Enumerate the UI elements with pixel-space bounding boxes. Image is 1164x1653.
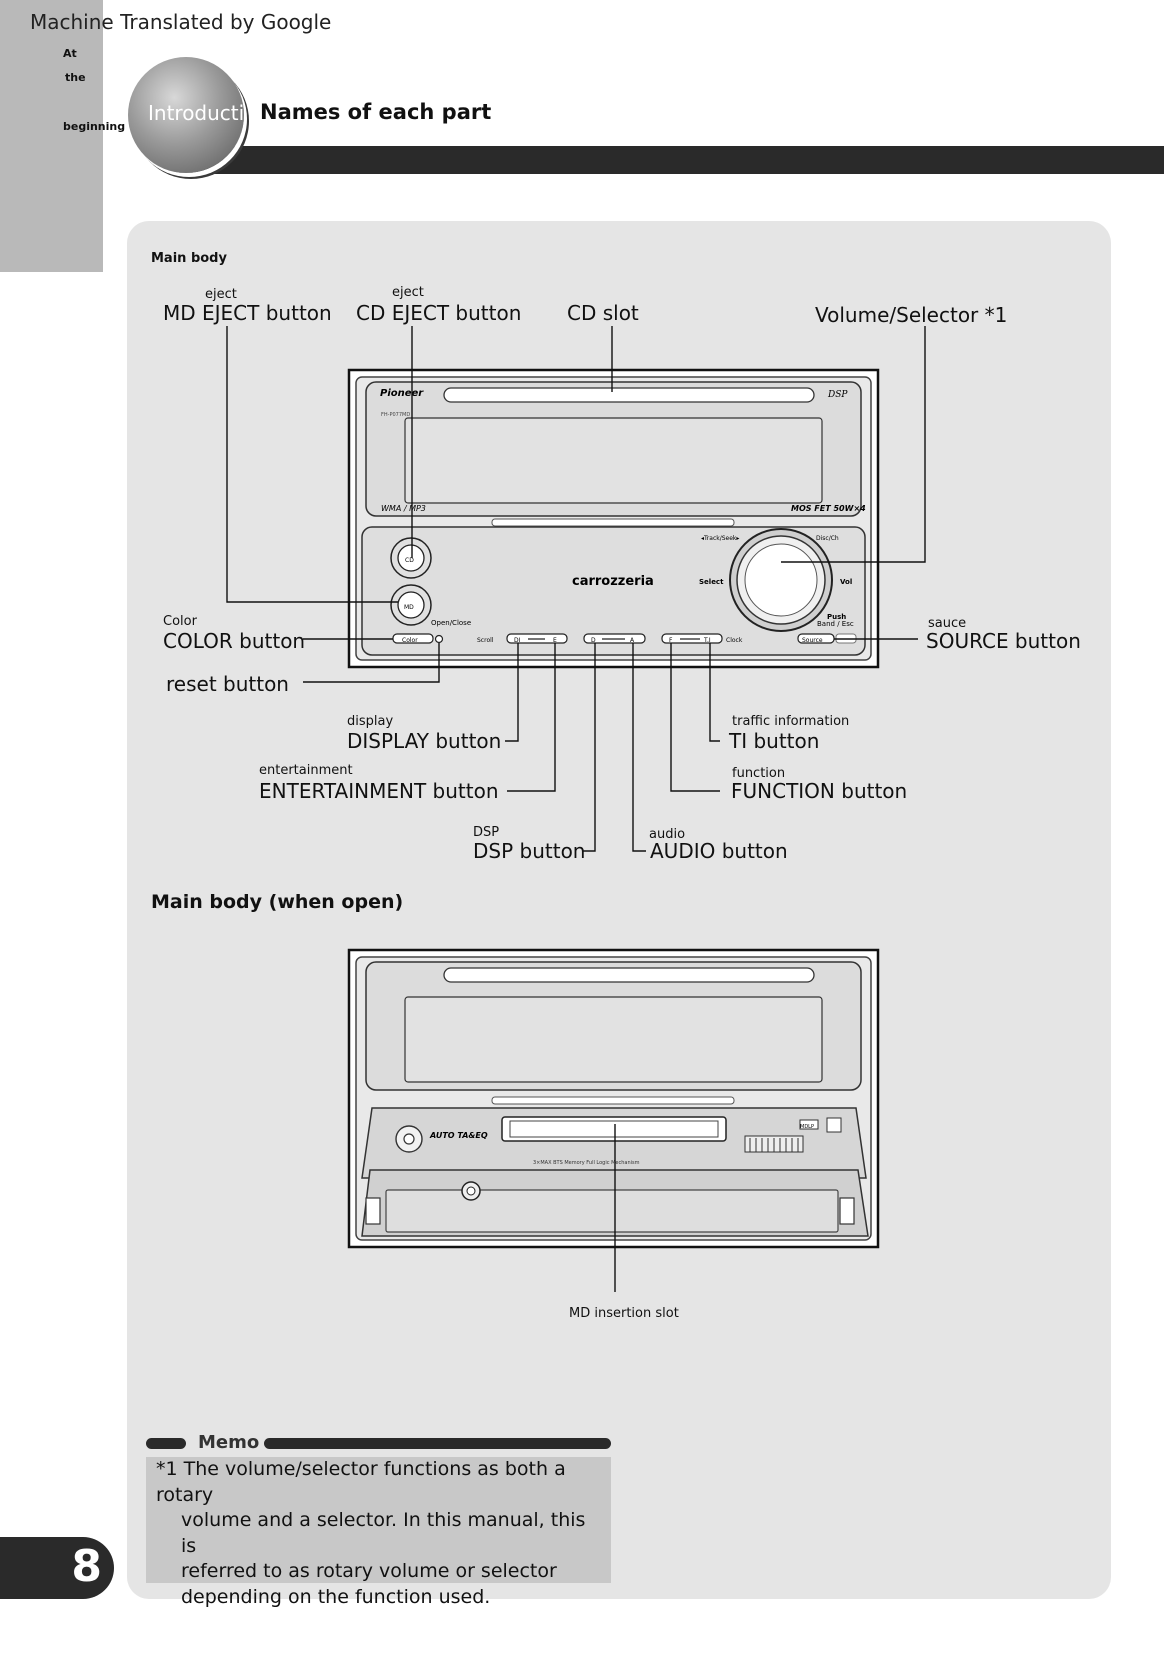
device-md-text: MD bbox=[404, 604, 414, 611]
header-bar bbox=[197, 146, 1164, 174]
ti-label: TI button bbox=[729, 729, 820, 753]
device-open-close-text: Open/Close bbox=[431, 619, 471, 627]
device-scroll-text: Scroll bbox=[477, 637, 494, 644]
auto-ta-text: AUTO TA&EQ bbox=[429, 1131, 488, 1140]
device-vol-text: Vol bbox=[840, 578, 852, 586]
device-disc-ch-text: Disc/Ch bbox=[816, 535, 839, 542]
dsp-label: DSP button bbox=[473, 839, 586, 863]
entertainment-label: ENTERTAINMENT button bbox=[259, 779, 499, 803]
leader-lines bbox=[226, 326, 926, 852]
source-label: SOURCE button bbox=[926, 629, 1081, 653]
leader-reset bbox=[303, 643, 440, 683]
md-insertion-slot-label: MD insertion slot bbox=[569, 1306, 679, 1321]
function-sub: function bbox=[732, 766, 786, 781]
cd-eject-label: CD EJECT button bbox=[356, 301, 522, 325]
leader-dsp bbox=[582, 643, 596, 852]
cd-slot-label: CD slot bbox=[567, 301, 639, 325]
side-tab: At the beginning bbox=[0, 0, 125, 272]
display-sub: display bbox=[347, 714, 394, 729]
reset-label: reset button bbox=[166, 672, 289, 696]
leader-display bbox=[505, 643, 519, 742]
device-track-seek-text: ◂Track/Seek▸ bbox=[701, 535, 739, 542]
memo-line-4: depending on the function used. bbox=[181, 1585, 491, 1608]
device-color-btn-text: Color bbox=[402, 637, 418, 644]
device-di-text: DI bbox=[514, 637, 521, 644]
color-label: COLOR button bbox=[163, 629, 306, 653]
side-tab-word-3: beginning bbox=[63, 120, 126, 133]
audio-label: AUDIO button bbox=[650, 839, 788, 863]
device-mosfet-text: MOS FET 50W×4 bbox=[791, 504, 866, 513]
volume-selector-label: Volume/Selector *1 bbox=[815, 303, 1008, 327]
main-body-title: Main body bbox=[151, 251, 227, 266]
section-circle-label: Introductio bbox=[148, 101, 244, 125]
side-tab-word-2: the bbox=[65, 71, 86, 84]
leader-audio bbox=[632, 643, 646, 852]
mdlp-text: MDLP bbox=[800, 1124, 814, 1130]
device-brand-text: Pioneer bbox=[380, 388, 424, 399]
md-eject-sub: eject bbox=[205, 287, 237, 302]
open-body-title: Main body (when open) bbox=[151, 891, 404, 913]
color-sub: Color bbox=[163, 614, 197, 629]
leader-entertainment bbox=[507, 643, 556, 792]
entertainment-sub: entertainment bbox=[259, 763, 353, 778]
device-source-text: Source bbox=[802, 637, 823, 644]
page-title: Names of each part bbox=[260, 100, 492, 124]
device-push-text: Push bbox=[827, 613, 846, 621]
ribbon-text: 3×MAX BTS Memory Full Logic Mechanism bbox=[533, 1160, 640, 1166]
device-clock-text: Clock bbox=[726, 637, 743, 644]
memo-line-3: referred to as rotary volume or selector bbox=[181, 1560, 557, 1582]
device-model-text: FH-P077MD bbox=[381, 412, 410, 418]
machine-translated-note: Machine Translated by Google bbox=[30, 10, 332, 34]
memo-title: Memo bbox=[198, 1432, 260, 1453]
function-label: FUNCTION button bbox=[731, 779, 908, 803]
cd-eject-sub: eject bbox=[392, 285, 424, 300]
memo-line-1: *1 The volume/selector functions as both… bbox=[156, 1458, 566, 1506]
page-number-tab: 8 bbox=[0, 1537, 114, 1599]
leader-volume bbox=[781, 326, 926, 563]
display-label: DISPLAY button bbox=[347, 729, 502, 753]
device-d-text: D bbox=[591, 637, 596, 644]
lower-slit bbox=[491, 518, 735, 527]
leader-md-eject bbox=[226, 326, 398, 603]
device-ti-text: T.I bbox=[703, 637, 711, 644]
section-circle-badge: Introductio bbox=[128, 57, 244, 173]
md-eject-label: MD EJECT button bbox=[163, 301, 332, 325]
device-e-text: E bbox=[553, 637, 557, 644]
dsp-sub: DSP bbox=[473, 825, 500, 840]
memo-line-2: volume and a selector. In this manual, t… bbox=[181, 1509, 586, 1557]
ti-sub: traffic information bbox=[732, 714, 850, 729]
device-carrozzeria-text: carrozzeria bbox=[572, 574, 654, 589]
device-select-text: Select bbox=[699, 578, 724, 586]
page-number: 8 bbox=[71, 1541, 102, 1592]
device-f-text: F bbox=[669, 637, 673, 644]
mechanism-panel bbox=[361, 1107, 867, 1179]
audio-sub: audio bbox=[649, 827, 686, 842]
source-sub: sauce bbox=[928, 616, 967, 631]
leader-function bbox=[670, 643, 720, 792]
memo-header: Memo bbox=[146, 1432, 611, 1454]
memo-box: *1 The volume/selector functions as both… bbox=[146, 1457, 611, 1608]
device-band-esc-text: Band / Esc bbox=[817, 620, 854, 628]
display-window bbox=[404, 417, 823, 504]
device-cd-text: CD bbox=[405, 557, 414, 564]
memo-text: *1 The volume/selector functions as both… bbox=[156, 1457, 606, 1610]
open-display-window bbox=[404, 996, 823, 1083]
device-wma-text: WMA / MP3 bbox=[381, 504, 426, 513]
device-a-text: A bbox=[630, 637, 635, 644]
leader-ti bbox=[709, 643, 720, 742]
cd-slot-shape bbox=[443, 387, 815, 403]
device-dsp-text: DSP bbox=[827, 390, 848, 400]
side-tab-word-1: At bbox=[63, 47, 77, 60]
